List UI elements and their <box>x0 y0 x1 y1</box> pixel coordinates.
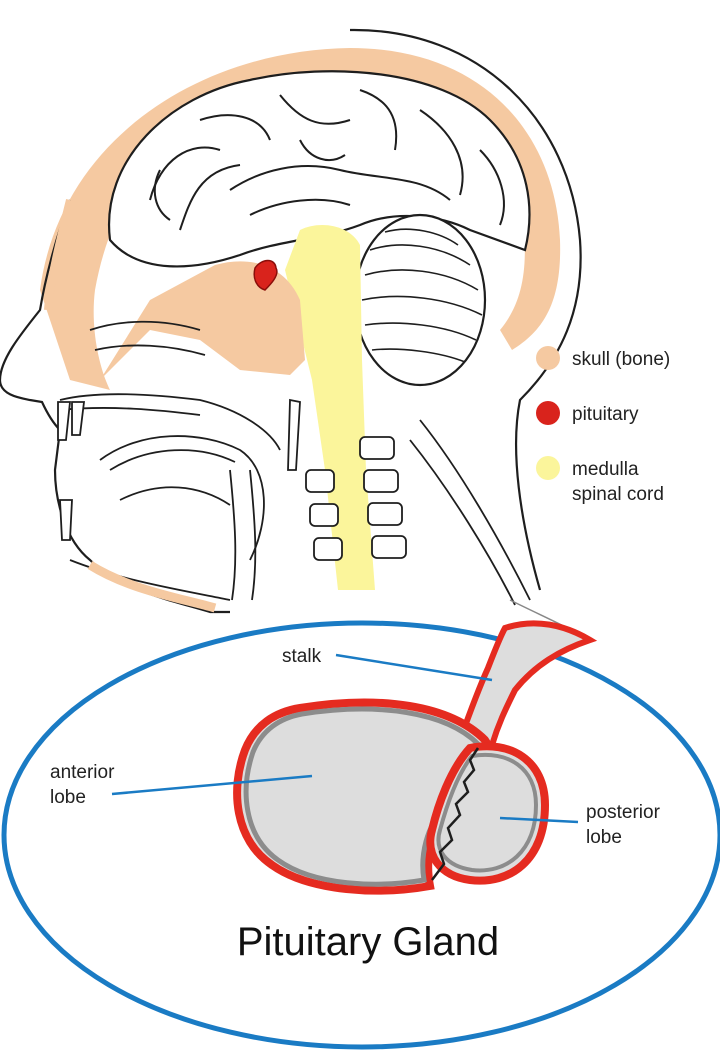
leader-lines <box>111 653 579 824</box>
legend-swatch-medulla <box>536 456 560 480</box>
pituitary-in-head <box>253 259 278 291</box>
legend-label-medulla-line2: spinal cord <box>572 484 664 505</box>
pituitary-gland <box>233 620 598 895</box>
legend-item-skull: skull (bone) <box>536 346 670 370</box>
legend-item-pituitary: pituitary <box>536 401 639 425</box>
leader-stalk <box>335 653 493 682</box>
label-stalk: stalk <box>282 646 322 667</box>
label-posterior-line1: posterior <box>586 802 661 823</box>
leader-posterior <box>499 816 579 824</box>
diagram-title: Pituitary Gland <box>237 920 499 964</box>
label-posterior-line2: lobe <box>586 827 622 848</box>
teeth <box>57 401 86 541</box>
brain-folds <box>149 89 505 231</box>
legend-label-medulla-line1: medulla <box>572 459 639 480</box>
zoom-inset: stalk anterior lobe posterior lobe Pitui… <box>1 599 720 1050</box>
legend-item-medulla: medulla spinal cord <box>536 456 664 505</box>
brain <box>107 70 531 268</box>
label-anterior-line1: anterior <box>50 762 115 783</box>
gland-stalk <box>455 620 598 749</box>
lobe-seam <box>431 747 480 881</box>
legend: skull (bone) pituitary medulla spinal co… <box>536 346 670 505</box>
label-anterior-line2: lobe <box>50 787 86 808</box>
head-back <box>349 28 582 591</box>
legend-swatch-pituitary <box>536 401 560 425</box>
skull-base <box>100 261 305 380</box>
head-illustration <box>0 28 582 614</box>
vertebrae <box>287 398 407 561</box>
legend-label-skull: skull (bone) <box>572 349 670 370</box>
legend-label-pituitary: pituitary <box>572 404 639 425</box>
neck-lines <box>229 419 531 606</box>
cerebellum <box>353 213 487 387</box>
legend-swatch-skull <box>536 346 560 370</box>
medulla-spinal-cord <box>285 225 375 590</box>
leader-anterior <box>111 774 313 796</box>
